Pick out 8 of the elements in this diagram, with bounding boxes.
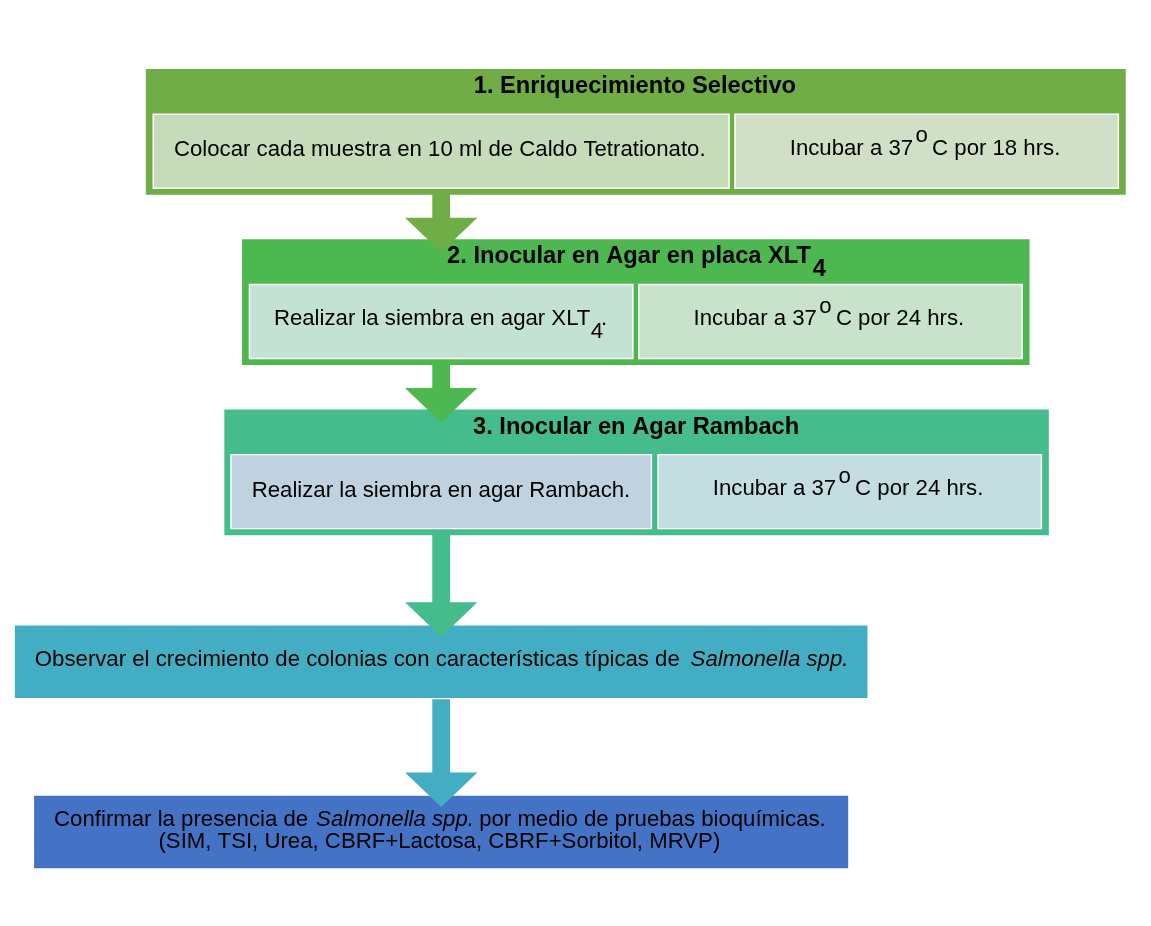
arrow bbox=[404, 698, 478, 807]
arrow bbox=[404, 193, 478, 252]
node-box: Confirmar la presencia de Salmonella spp. por medio de pruebas bioquímicas. (SIM, TSI, Urea, CBRF+Lactosa, CBRF+Sorbitol, MRVP) bbox=[32, 793, 850, 870]
arrow bbox=[404, 363, 478, 422]
node-box: Colocar cada muestra en 10 ml de Caldo Tetrationato. bbox=[152, 112, 730, 189]
node-box: Realizar la siembra en agar Rambach. bbox=[230, 453, 653, 529]
arrow bbox=[404, 534, 478, 637]
node-box: Observar el crecimiento de colonias con características típicas de Salmonella spp. bbox=[13, 623, 869, 700]
